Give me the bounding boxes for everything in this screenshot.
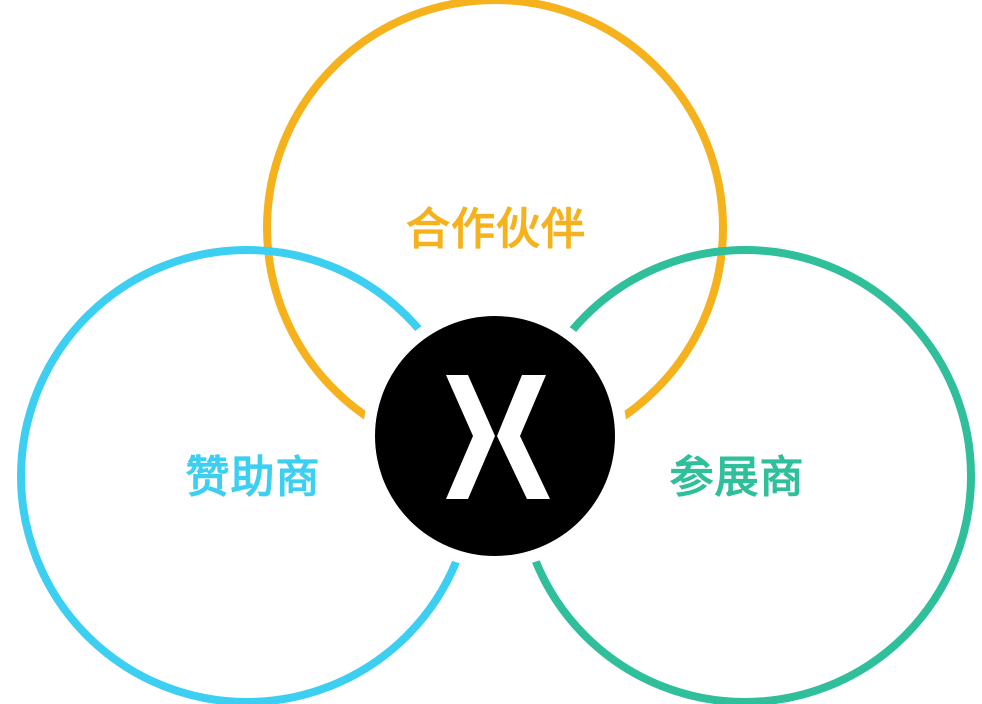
exhibitors-label: 参展商	[670, 452, 805, 503]
partners-label: 合作伙伴	[406, 204, 586, 255]
x-logo-right-stroke	[497, 375, 550, 499]
x-logo-left-stroke	[446, 375, 495, 499]
sponsors-label: 赞助商	[186, 452, 321, 503]
x-logo-icon	[446, 375, 550, 499]
center-logo	[375, 316, 615, 556]
